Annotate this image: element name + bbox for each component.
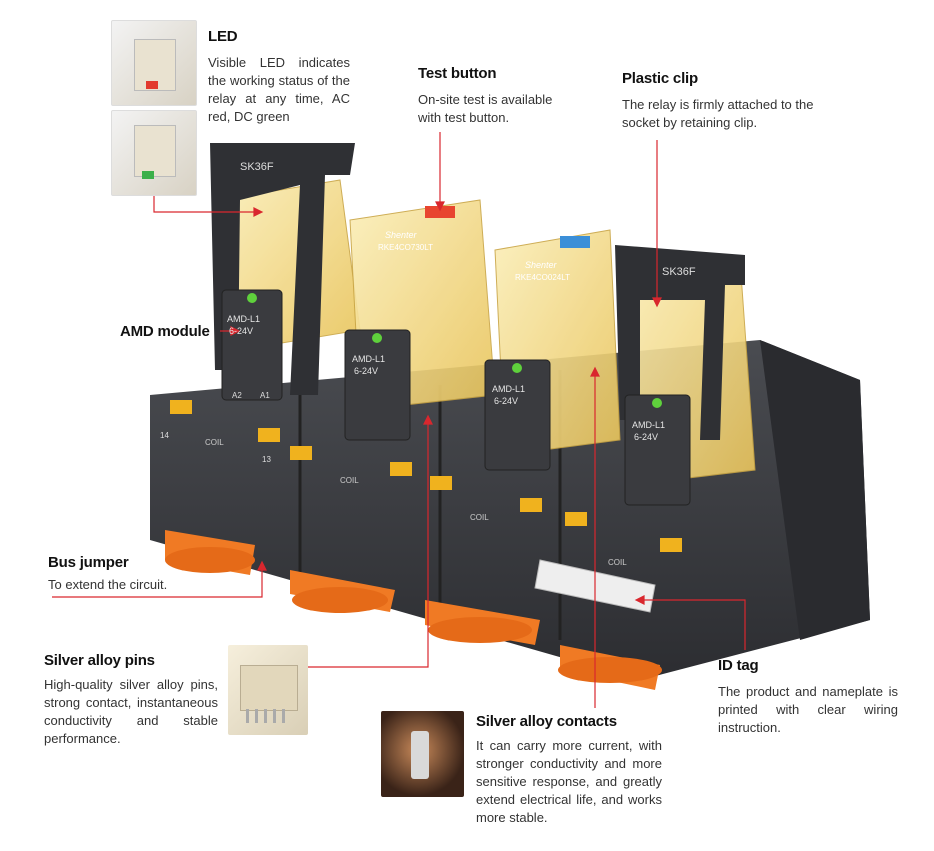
callout-lines [52,132,746,708]
module-name-3: AMD-L1 [492,384,525,394]
plastic-clip-title: Plastic clip [622,70,698,87]
module-voltage-3: 6-24V [494,396,518,406]
id-tag-description: The product and nameplate is printed wit… [718,684,898,735]
led-green-thumbnail [111,110,197,196]
module-voltage-4: 6-24V [634,432,658,442]
module-name-1: AMD-L1 [227,314,260,324]
relay-model-1: RKE4CO730LT [378,243,433,252]
module-name-4: AMD-L1 [632,420,665,430]
led-title: LED [208,28,238,45]
test-button-callout: Test button On-site test is available wi… [418,65,578,127]
socket-coil-4: COIL [608,558,627,567]
led-description: Visible LED indicates the working status… [208,55,350,124]
bus-jumpers [165,530,662,690]
id-tag-callout: ID tag The product and nameplate is prin… [718,657,898,737]
silver-pins-title: Silver alloy pins [44,652,155,669]
term-14-label: 14 [160,431,169,440]
amd-module-title: AMD module [120,323,210,340]
module-voltage-1: 6-24V [229,326,253,336]
bus-jumper-description: To extend the circuit. [48,577,168,592]
silver-contacts-description: It can carry more current, with stronger… [476,738,662,825]
relay-brand-2: Shenter [525,260,558,270]
silver-pins-thumbnail [228,645,308,735]
led-red-thumbnail [111,20,197,106]
amd-module-callout: AMD module [120,323,210,340]
term-a2-label: A2 [232,391,242,400]
term-13-label: 13 [262,455,271,464]
silver-pins-callout: Silver alloy pins High-quality silver al… [44,652,218,748]
amd-modules [221,289,691,506]
silver-contacts-title: Silver alloy contacts [476,713,617,730]
test-button-title: Test button [418,65,497,82]
silver-contacts-thumbnail [381,711,464,797]
test-button-description: On-site test is available with test butt… [418,92,553,125]
bus-jumper-callout: Bus jumper To extend the circuit. [48,554,248,594]
led-callout: LED Visible LED indicates the working st… [208,28,350,126]
plastic-clip-callout: Plastic clip The relay is firmly attache… [622,70,822,132]
plastic-clips [210,143,745,440]
module-voltage-2: 6-24V [354,366,378,376]
term-a1-label: A1 [260,391,270,400]
socket-coil-3: COIL [470,513,489,522]
clip-label-2: SK36F [662,266,696,278]
relay-model-2: RKE4CO024LT [515,273,570,282]
clip-label-1: SK36F [240,161,274,173]
socket-coil-2: COIL [340,476,359,485]
bus-jumper-title: Bus jumper [48,554,129,571]
plastic-clip-description: The relay is firmly attached to the sock… [622,97,814,130]
socket-coil-1: COIL [205,438,224,447]
silver-pins-description: High-quality silver alloy pins, strong c… [44,677,218,746]
id-tag-title: ID tag [718,657,759,674]
relay-brand-1: Shenter [385,230,418,240]
silver-contacts-callout: Silver alloy contacts It can carry more … [476,713,662,827]
module-name-2: AMD-L1 [352,354,385,364]
